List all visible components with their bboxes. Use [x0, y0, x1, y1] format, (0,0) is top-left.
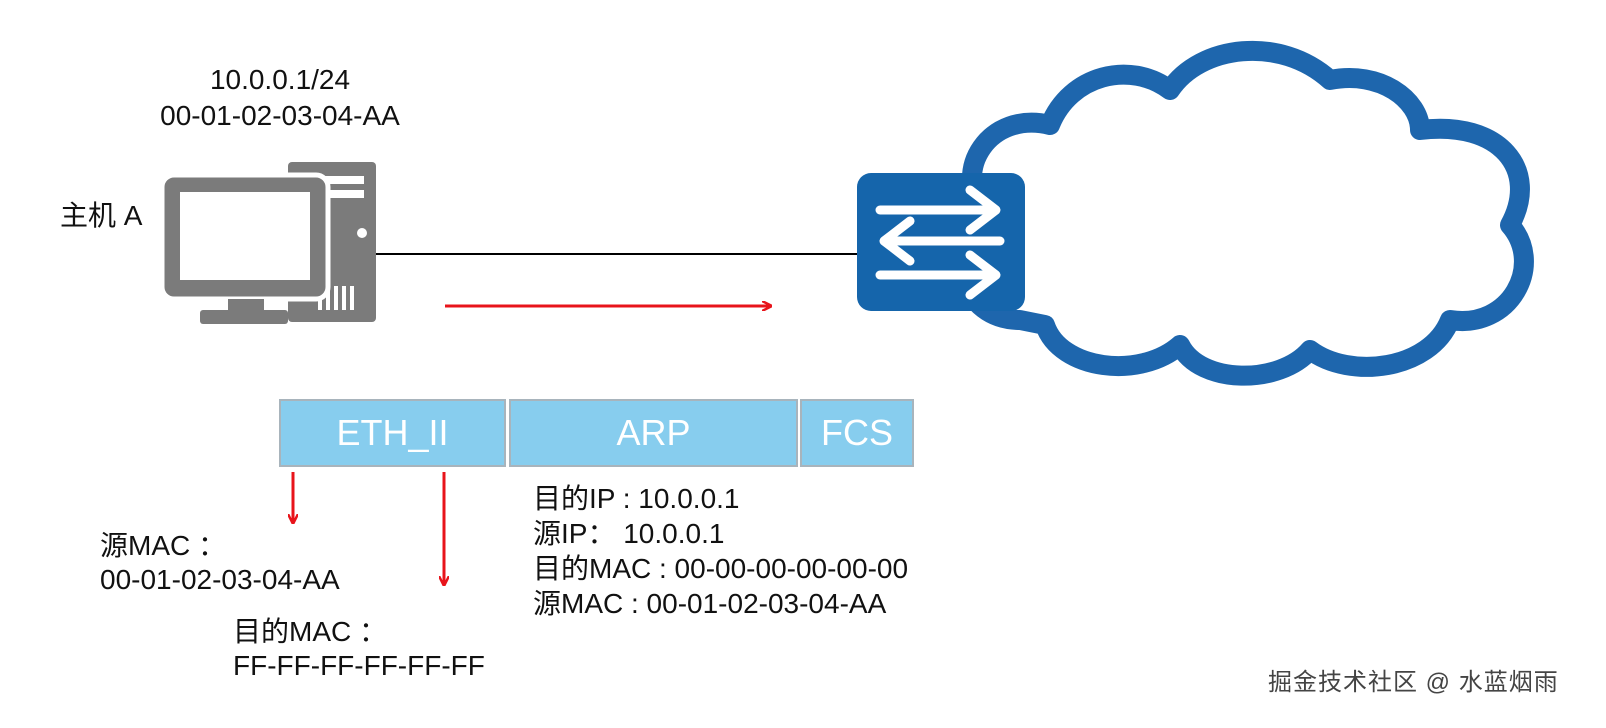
- eth-dst-mac-value: FF-FF-FF-FF-FF-FF: [233, 650, 485, 681]
- host-mac: 00-01-02-03-04-AA: [160, 100, 400, 131]
- switch-icon: [857, 173, 1025, 311]
- cloud-icon: [952, 40, 1534, 386]
- host-label: 主机 A: [60, 200, 143, 231]
- arp-field-dst-ip: 目的IP : 10.0.0.1: [533, 483, 740, 514]
- frame-segment-eth: ETH_II: [279, 399, 506, 467]
- computer-icon: [159, 162, 376, 324]
- host-ip: 10.0.0.1/24: [209, 64, 351, 95]
- watermark: 掘金技术社区 @ 水蓝烟雨: [1268, 669, 1559, 696]
- arp-field-dst-mac: 目的MAC : 00-00-00-00-00-00: [533, 553, 909, 584]
- arp-field-src-ip: 源IP： 10.0.0.1: [533, 518, 725, 549]
- frame-segment-arp: ARP: [509, 399, 798, 467]
- eth-src-mac-label: 源MAC ：: [100, 530, 227, 561]
- arp-field-src-mac: 源MAC : 00-01-02-03-04-AA: [533, 588, 887, 619]
- eth-src-mac-value: 00-01-02-03-04-AA: [100, 564, 340, 595]
- frame-segment-fcs: FCS: [800, 399, 914, 467]
- eth-dst-mac-label: 目的MAC ：: [233, 616, 388, 647]
